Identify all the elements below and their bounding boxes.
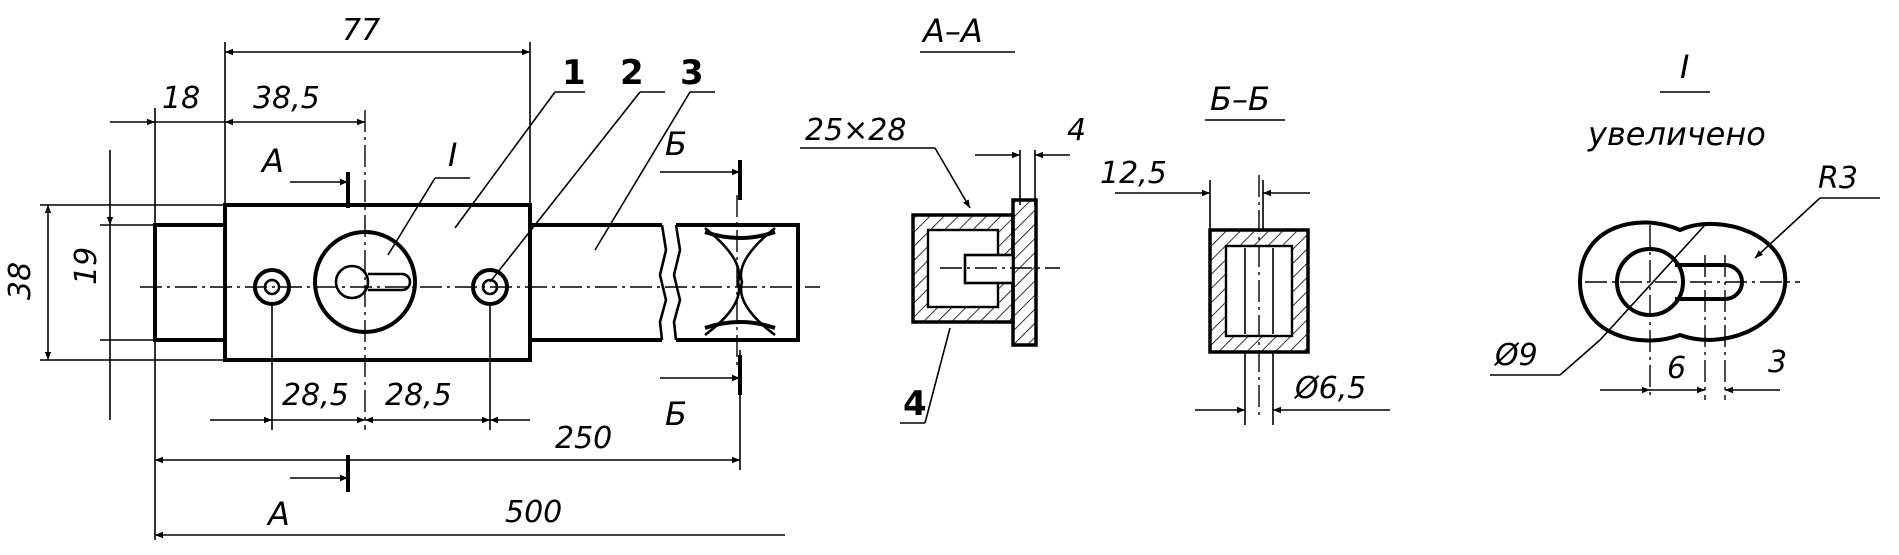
dim-250: 250 xyxy=(555,421,612,456)
end-block xyxy=(153,223,227,342)
cut-a-bottom-label: А xyxy=(266,495,290,533)
dim-38: 38 xyxy=(3,262,38,300)
slot-top xyxy=(704,230,776,240)
dim-18: 18 xyxy=(162,81,200,116)
callout-leaders xyxy=(387,91,715,283)
callout-part-3: 3 xyxy=(680,53,704,93)
detail-subtitle: увеличено xyxy=(1587,115,1766,153)
slot-bottom xyxy=(704,320,776,330)
detail-title: I xyxy=(1680,48,1689,86)
dim-77: 77 xyxy=(342,13,380,48)
slot-profile xyxy=(704,226,776,337)
dimension-lines xyxy=(44,48,785,539)
bolt-bar xyxy=(530,223,662,342)
lock-plate xyxy=(223,203,532,362)
keyhole xyxy=(334,264,412,300)
cylinder-outer xyxy=(313,230,417,334)
dim-6-5: Ø6,5 xyxy=(1293,371,1366,406)
dim-19: 19 xyxy=(69,247,104,285)
detail-keyhole-outline xyxy=(1577,220,1788,343)
callout-detail-mark: I xyxy=(448,136,457,174)
cut-a-top-label: А xyxy=(260,142,284,180)
callout-part-2: 2 xyxy=(620,53,644,93)
dim-25x28: 25×28 xyxy=(805,113,906,148)
dim-9: Ø9 xyxy=(1493,338,1538,373)
section-aa-screw xyxy=(963,253,1015,285)
dim-12-5: 12,5 xyxy=(1100,156,1167,191)
break-line-left xyxy=(658,224,668,341)
dim-r3: R3 xyxy=(1818,161,1858,196)
dim-28-5-left: 28,5 xyxy=(282,378,349,413)
dim-4: 4 xyxy=(1067,113,1086,148)
callout-part-4: 4 xyxy=(903,384,927,424)
cut-b-bottom-label: Б xyxy=(665,395,687,433)
section-bb-view xyxy=(1115,119,1390,425)
dim-38-5: 38,5 xyxy=(253,81,320,116)
dim-500: 500 xyxy=(505,495,562,530)
section-aa-view xyxy=(800,51,1070,424)
callout-part-1: 1 xyxy=(562,53,586,93)
dim-3: 3 xyxy=(1768,345,1787,380)
section-bb-title: Б–Б xyxy=(1210,80,1270,118)
main-view xyxy=(140,110,820,430)
cut-b-top-label: Б xyxy=(665,125,687,163)
detail-view xyxy=(1490,91,1880,400)
dim-28-5-right: 28,5 xyxy=(385,378,452,413)
break-line-right xyxy=(672,224,682,341)
section-aa-plate xyxy=(1011,198,1038,347)
section-markers xyxy=(290,160,742,492)
extension-lines xyxy=(40,42,741,540)
annotations: 77 18 38,5 38 19 28,5 28,5 250 500 25×28… xyxy=(3,12,1858,533)
section-aa-title: А–А xyxy=(921,12,983,50)
dim-6: 6 xyxy=(1667,351,1686,386)
